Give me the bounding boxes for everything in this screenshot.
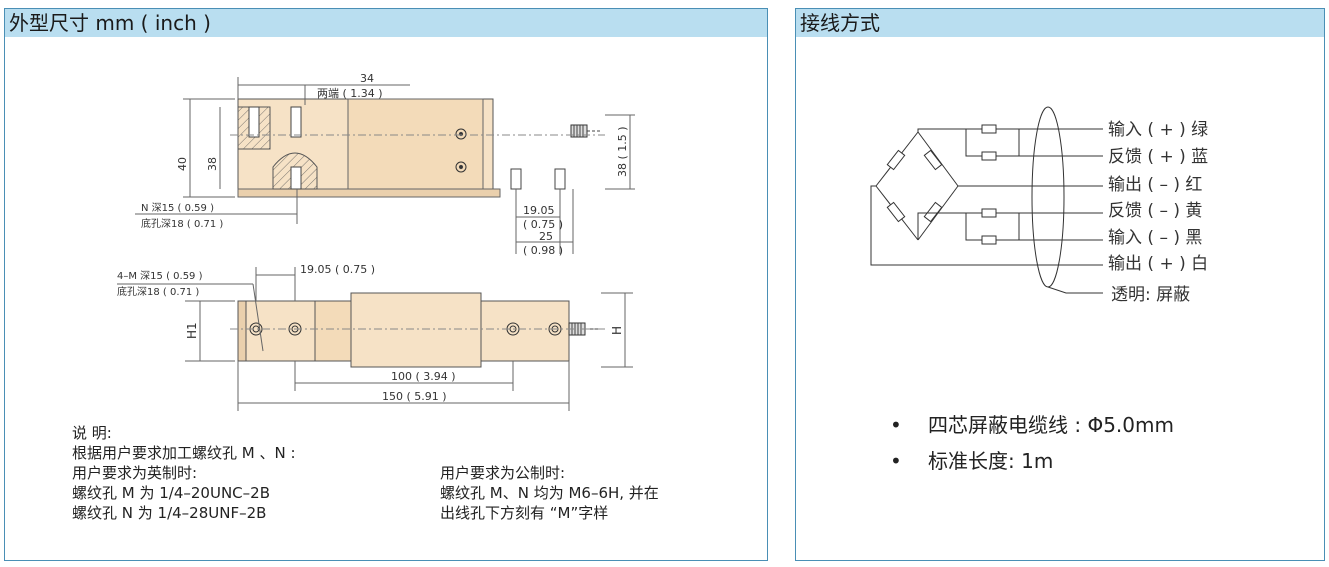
hole-m-bottom-label: 底孔深18 ( 0.71 ) [117,285,199,298]
dim-100-label: 100 ( 3.94 ) [391,370,456,383]
side-right-block [480,300,570,362]
wiring-panel: 接线方式 [795,8,1325,561]
wire-label-4: 反馈 ( – ) 黄 [1108,201,1202,221]
hole-n-3 [290,166,302,190]
side-center-block [350,292,482,368]
wire-label-shield: 透明: 屏蔽 [1111,285,1190,305]
hole-n-bottom-label: 底孔深18 ( 0.71 ) [141,217,223,230]
dim-width-label: 34 [360,72,374,85]
wire-4 [917,212,1103,240]
spec-length-text: 标准长度: 1m [928,449,1054,473]
wire-label-1: 输入 ( + ) 绿 [1108,120,1208,140]
wire-6 [870,185,1103,266]
notes-line1: 根据用户要求加工螺纹孔 M 、N : [72,444,296,462]
side-mid-block [314,300,352,362]
spec-bullet: • [890,413,902,437]
spec-cable: • 四芯屏蔽电缆线 : Φ5.0mm [890,413,1174,437]
notes-right: 用户要求为公制时: 螺纹孔 M、N 均为 M6–6H, 并在 出线孔下方刻有 “… [440,463,659,523]
bolt-2 [455,161,467,173]
spec-bullet: • [890,449,902,473]
notes-imperial-title: 用户要求为英制时: [72,464,198,482]
dim-height-right-label: 38 ( 1.5 ) [616,126,629,177]
dim-height-inner-label: 38 [206,157,219,171]
bridge-arm-1 [917,131,959,187]
wiring-panel-title: 接线方式 [796,9,1324,37]
side-dim-1905-label: 19.05 ( 0.75 ) [300,263,375,276]
dim-1905-inch-label: ( 0.75 ) [523,218,563,231]
label-h: H [610,326,624,335]
dim-25-inch-label: ( 0.98 ) [523,244,563,257]
dim-150-label: 150 ( 5.91 ) [382,390,447,403]
wire-shield [1047,286,1103,294]
notes-imperial-n: 螺纹孔 N 为 1/4–28UNF–2B [72,504,267,522]
side-left-end [237,300,247,362]
hole-m-label: 4–M 深15 ( 0.59 ) [117,270,203,282]
top-view-base [237,188,501,198]
hole-right-1 [510,168,522,190]
notes-left: 说 明: 根据用户要求加工螺纹孔 M 、N : 用户要求为英制时: 螺纹孔 M … [72,423,296,523]
top-view-mid-block [347,98,484,193]
side-view [117,267,633,411]
notes-metric-line1: 螺纹孔 M、N 均为 M6–6H, 并在 [440,484,659,502]
strain-gauge-2 [923,201,943,223]
dim-height-left-label: 40 [176,157,189,171]
bolt-1 [455,128,467,140]
dimensions-panel: 外型尺寸 mm ( inch ) [4,8,768,561]
wire-label-3: 输出 ( – ) 红 [1108,175,1202,195]
strain-gauge-4 [886,149,906,171]
hole-right-2 [554,168,566,190]
resistor-1 [981,124,997,134]
hole-n-2 [290,106,302,138]
strain-gauge-1 [923,149,943,171]
bolt-2-dot [458,164,464,170]
hole-n-1 [248,106,260,138]
wire-1 [917,128,1103,132]
notes-imperial-m: 螺纹孔 M 为 1/4–20UNC–2B [72,484,270,502]
spec-length: • 标准长度: 1m [890,449,1053,473]
wire-label-2: 反馈 ( + ) 蓝 [1108,147,1208,167]
wire-label-5: 输入 ( – ) 黑 [1108,228,1202,248]
dim-1905-label: 19.05 [523,204,555,217]
notes-metric-line2: 出线孔下方刻有 “M”字样 [440,504,609,522]
side-left-block [237,300,316,362]
notes-metric-title: 用户要求为公制时: [440,464,566,482]
spec-cable-text: 四芯屏蔽电缆线 : Φ5.0mm [928,413,1174,437]
label-h1: H1 [185,322,199,339]
top-view [135,77,635,254]
wire-label-6: 输出 ( + ) 白 [1108,254,1208,274]
resistor-2 [981,151,997,161]
notes-title: 说 明: [72,424,112,442]
strain-gauge-3 [886,201,906,223]
dim-width-note: 两端 ( 1.34 ) [317,87,383,100]
dim-25-label: 25 [539,230,553,243]
dimensions-panel-title: 外型尺寸 mm ( inch ) [5,9,767,37]
wiring-diagram: 输入 ( + ) 绿 反馈 ( + ) 蓝 输出 ( – ) 红 反馈 ( – … [870,106,1208,305]
resistor-3 [981,208,997,218]
resistor-4 [981,235,997,245]
dimensions-drawing: 34 两端 ( 1.34 ) 40 38 38 ( 1.5 ) N 深15 ( … [117,72,635,411]
cable-shield [1031,106,1065,288]
hole-n-label: N 深15 ( 0.59 ) [141,202,214,214]
